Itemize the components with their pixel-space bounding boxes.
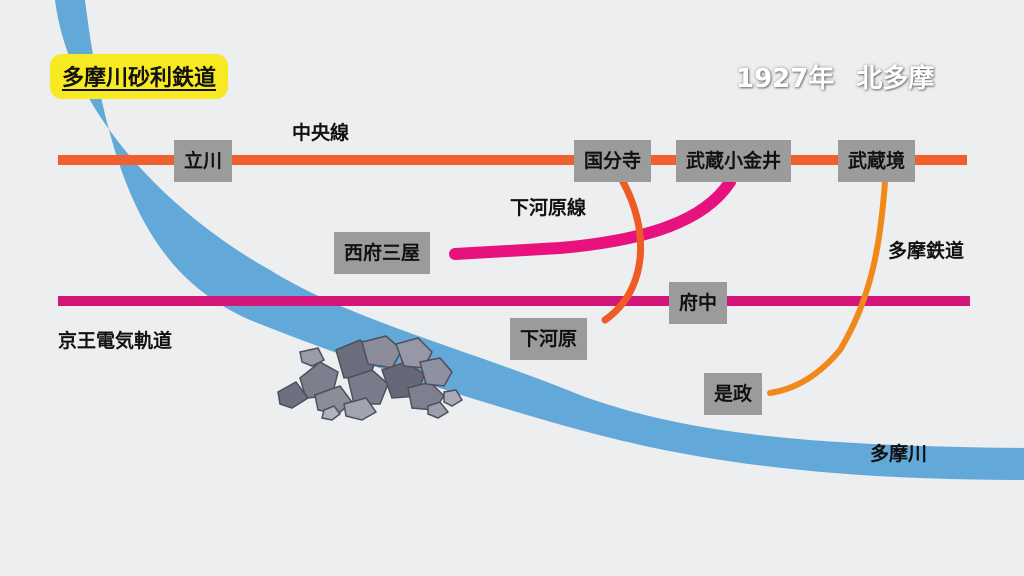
- station-koremasa[interactable]: 是政: [704, 373, 763, 415]
- shimogawara-line: [601, 176, 645, 324]
- station-kokubunji[interactable]: 国分寺: [574, 140, 652, 182]
- nishifu-spur-line: [449, 176, 736, 260]
- gravel-pile-icon: [277, 335, 464, 421]
- tama-river-label: 多摩川: [870, 443, 928, 465]
- chuo-line-label: 中央線: [292, 122, 350, 144]
- station-fuchu[interactable]: 府中: [669, 282, 728, 324]
- year-region-heading: 1927年北多摩: [736, 58, 934, 95]
- station-shimogawara[interactable]: 下河原: [510, 318, 588, 360]
- shimogawara-line-label: 下河原線: [510, 197, 587, 219]
- keio-line-label: 京王電気軌道: [58, 330, 173, 352]
- region-label: 北多摩: [856, 64, 935, 94]
- tama-river: [55, 0, 1024, 480]
- tama-railway-line: [767, 179, 888, 396]
- map-title: 多摩川砂利鉄道: [50, 54, 229, 99]
- station-nishifusanya[interactable]: 西府三屋: [334, 232, 431, 274]
- tama-railway-label: 多摩鉄道: [888, 240, 965, 262]
- station-tachikawa[interactable]: 立川: [174, 140, 233, 182]
- station-musashikoganei[interactable]: 武蔵小金井: [676, 140, 792, 182]
- station-musashisakai[interactable]: 武蔵境: [838, 140, 916, 182]
- year-label: 1927年: [736, 64, 835, 94]
